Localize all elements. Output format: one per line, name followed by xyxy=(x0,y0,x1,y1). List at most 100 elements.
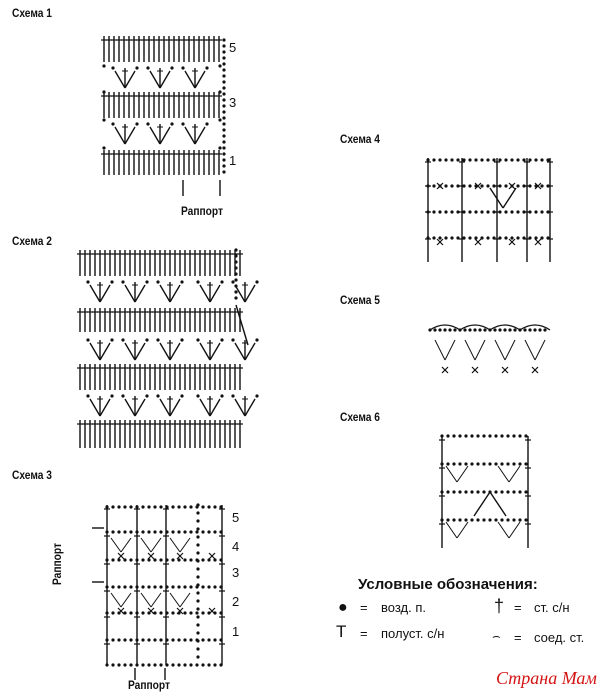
chain-dot xyxy=(86,280,90,284)
scheme-3-rapport-bottom: Раппорт xyxy=(128,678,170,692)
chain-dot xyxy=(222,122,226,126)
stitch-line xyxy=(150,537,162,553)
chain-dot xyxy=(432,158,436,162)
chain-dot xyxy=(196,519,200,523)
chain-dot xyxy=(222,98,226,102)
chain-dot xyxy=(486,184,490,188)
chain-dot xyxy=(468,236,472,240)
chain-dot xyxy=(222,116,226,120)
chain-dot xyxy=(218,146,222,150)
chain-dot xyxy=(498,210,502,214)
stitch-line xyxy=(436,238,444,246)
stitch-line xyxy=(124,398,136,417)
stitch-line xyxy=(441,366,449,374)
chain-dot xyxy=(183,558,187,562)
legend-title: Условные обозначения: xyxy=(358,576,538,593)
chain-dot xyxy=(218,118,222,122)
double-crochet-icon: † xyxy=(494,596,505,616)
chain-dot xyxy=(452,462,456,466)
stitch-line xyxy=(120,537,132,553)
stitch-line xyxy=(244,342,256,361)
chain-dot xyxy=(222,50,226,54)
chain-dot xyxy=(222,128,226,132)
chain-dot xyxy=(141,585,145,589)
chain-dot xyxy=(498,328,502,332)
stitch-line xyxy=(464,339,476,361)
row-number: 5 xyxy=(229,40,237,55)
stitch-line xyxy=(474,182,482,190)
scheme-1-rapport: Раппорт xyxy=(181,204,223,218)
chain-dot xyxy=(231,338,235,342)
slip-stitch-arc xyxy=(429,324,461,331)
legend-eq: = xyxy=(360,600,368,615)
chain-dot xyxy=(500,462,504,466)
chain-dot xyxy=(512,462,516,466)
chain-dot xyxy=(171,505,175,509)
chain-dot xyxy=(234,284,238,288)
chain-dot xyxy=(528,210,532,214)
chain-dot xyxy=(201,558,205,562)
stitch-line xyxy=(199,342,211,361)
stitch-line xyxy=(508,521,521,539)
chain-dot xyxy=(117,638,121,642)
chain-dot xyxy=(153,585,157,589)
chain-dot xyxy=(201,530,205,534)
chain-dot xyxy=(534,210,538,214)
chain-dot xyxy=(110,338,114,342)
chain-dot xyxy=(181,66,185,70)
stitch-line xyxy=(474,339,486,361)
chain-dot xyxy=(438,210,442,214)
legend-label-slst: соед. ст. xyxy=(534,630,585,645)
stitch-line xyxy=(209,398,221,417)
chain-dot xyxy=(476,434,480,438)
chain-dot xyxy=(111,638,115,642)
chain-dot xyxy=(426,158,430,162)
chain-dot xyxy=(528,184,532,188)
chain-dot xyxy=(222,92,226,96)
chain-dot xyxy=(213,663,217,667)
chain-dot xyxy=(512,518,516,522)
chain-dot xyxy=(207,558,211,562)
stitch-line xyxy=(471,366,479,374)
chain-dot xyxy=(153,530,157,534)
chain-dot xyxy=(231,280,235,284)
chain-dot xyxy=(494,434,498,438)
chain-dot xyxy=(234,278,238,282)
stitch-line xyxy=(117,552,125,560)
chain-dot xyxy=(546,184,550,188)
chain-dot xyxy=(129,530,133,534)
chain-dot xyxy=(159,611,163,615)
chain-dot xyxy=(196,394,200,398)
chain-dot xyxy=(432,236,436,240)
stitch-line xyxy=(150,592,162,608)
stitch-line xyxy=(159,126,171,145)
legend-eq: = xyxy=(360,626,368,641)
chain-dot xyxy=(464,518,468,522)
chain-dot xyxy=(123,638,127,642)
stitch-line xyxy=(124,70,136,89)
stitch-line xyxy=(209,342,221,361)
chain-dot xyxy=(494,490,498,494)
chain-dot xyxy=(207,663,211,667)
chain-dot xyxy=(231,394,235,398)
chain-dot xyxy=(438,158,442,162)
chain-dot xyxy=(446,462,450,466)
chain-dot xyxy=(183,638,187,642)
scheme-3-rapport-side: Раппорт xyxy=(50,543,64,585)
chain-dot xyxy=(426,184,430,188)
stitch-line xyxy=(176,552,184,560)
chain-dot xyxy=(129,505,133,509)
chain-dot xyxy=(141,611,145,615)
chain-dot xyxy=(213,505,217,509)
stitch-line xyxy=(117,607,125,615)
chain-dot xyxy=(123,663,127,667)
chain-dot xyxy=(473,328,477,332)
chain-dot xyxy=(177,505,181,509)
chain-dot xyxy=(205,122,209,126)
chain-dot xyxy=(196,615,200,619)
chain-dot xyxy=(171,638,175,642)
chain-dot xyxy=(147,558,151,562)
chain-dot xyxy=(452,490,456,494)
legend-label-chain: возд. п. xyxy=(381,600,426,615)
stitch-line xyxy=(497,465,510,483)
